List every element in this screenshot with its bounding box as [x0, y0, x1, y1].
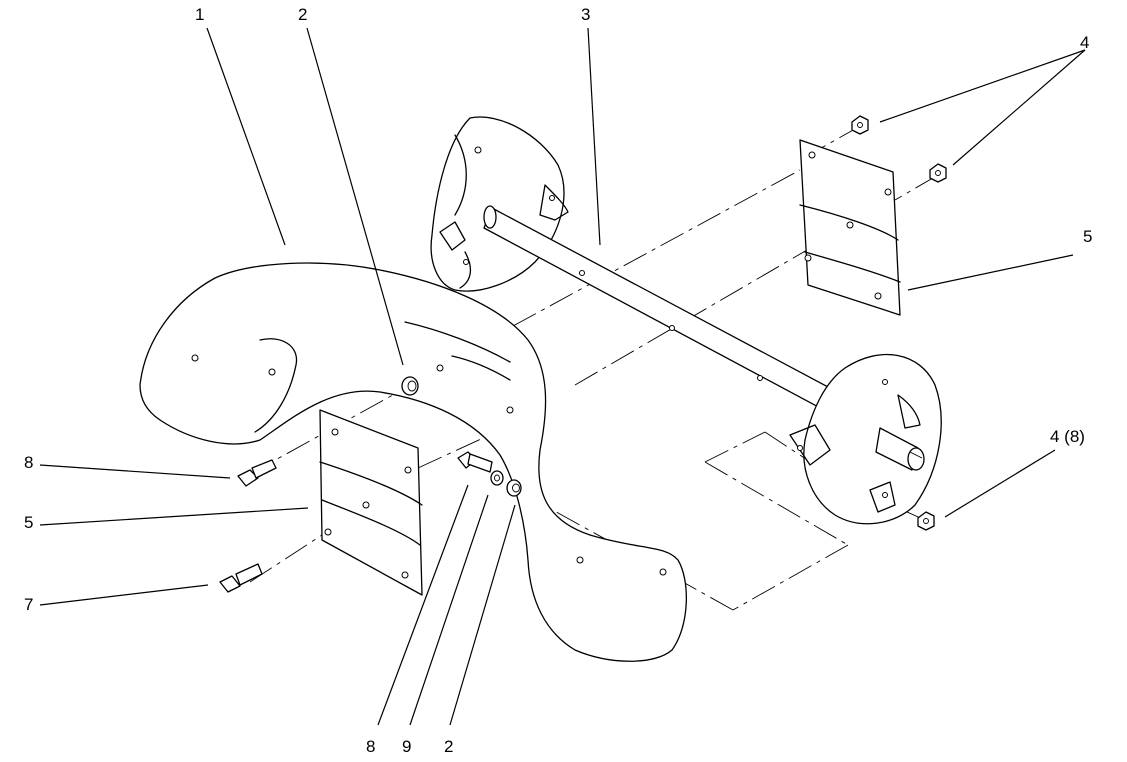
auger-housing [139, 262, 687, 662]
callout-2-bottom: 2 [444, 737, 453, 756]
callout-3: 3 [581, 5, 590, 24]
callout-5-left: 5 [24, 513, 33, 532]
auger-axle-assembly [430, 116, 942, 525]
bearing-plate-left [319, 409, 423, 596]
bolt-8-left [237, 469, 259, 487]
bolt-7 [219, 575, 241, 593]
callout-7: 7 [24, 595, 33, 614]
callout-9: 9 [402, 737, 411, 756]
callouts: 1 2 3 4 5 4 (8) 8 5 7 8 9 2 [24, 5, 1092, 756]
nut-4-a [851, 115, 869, 135]
callout-4x8: 4 (8) [1050, 427, 1085, 446]
bearing-plate-right [799, 139, 901, 316]
callout-1: 1 [195, 5, 204, 24]
callout-2-top: 2 [298, 5, 307, 24]
callout-5-right: 5 [1083, 227, 1092, 246]
washer-9 [490, 470, 504, 486]
front-impeller-disk [803, 353, 942, 525]
leader-lines [39, 27, 1086, 726]
callout-4: 4 [1080, 33, 1089, 52]
hardware [219, 115, 947, 593]
callout-8-bottom: 8 [366, 737, 375, 756]
nut-4-b [929, 163, 947, 183]
nut-4-8 [917, 511, 935, 531]
rear-impeller-disk [430, 116, 565, 292]
callout-8-left: 8 [24, 453, 33, 472]
bushing-lower [506, 479, 522, 497]
